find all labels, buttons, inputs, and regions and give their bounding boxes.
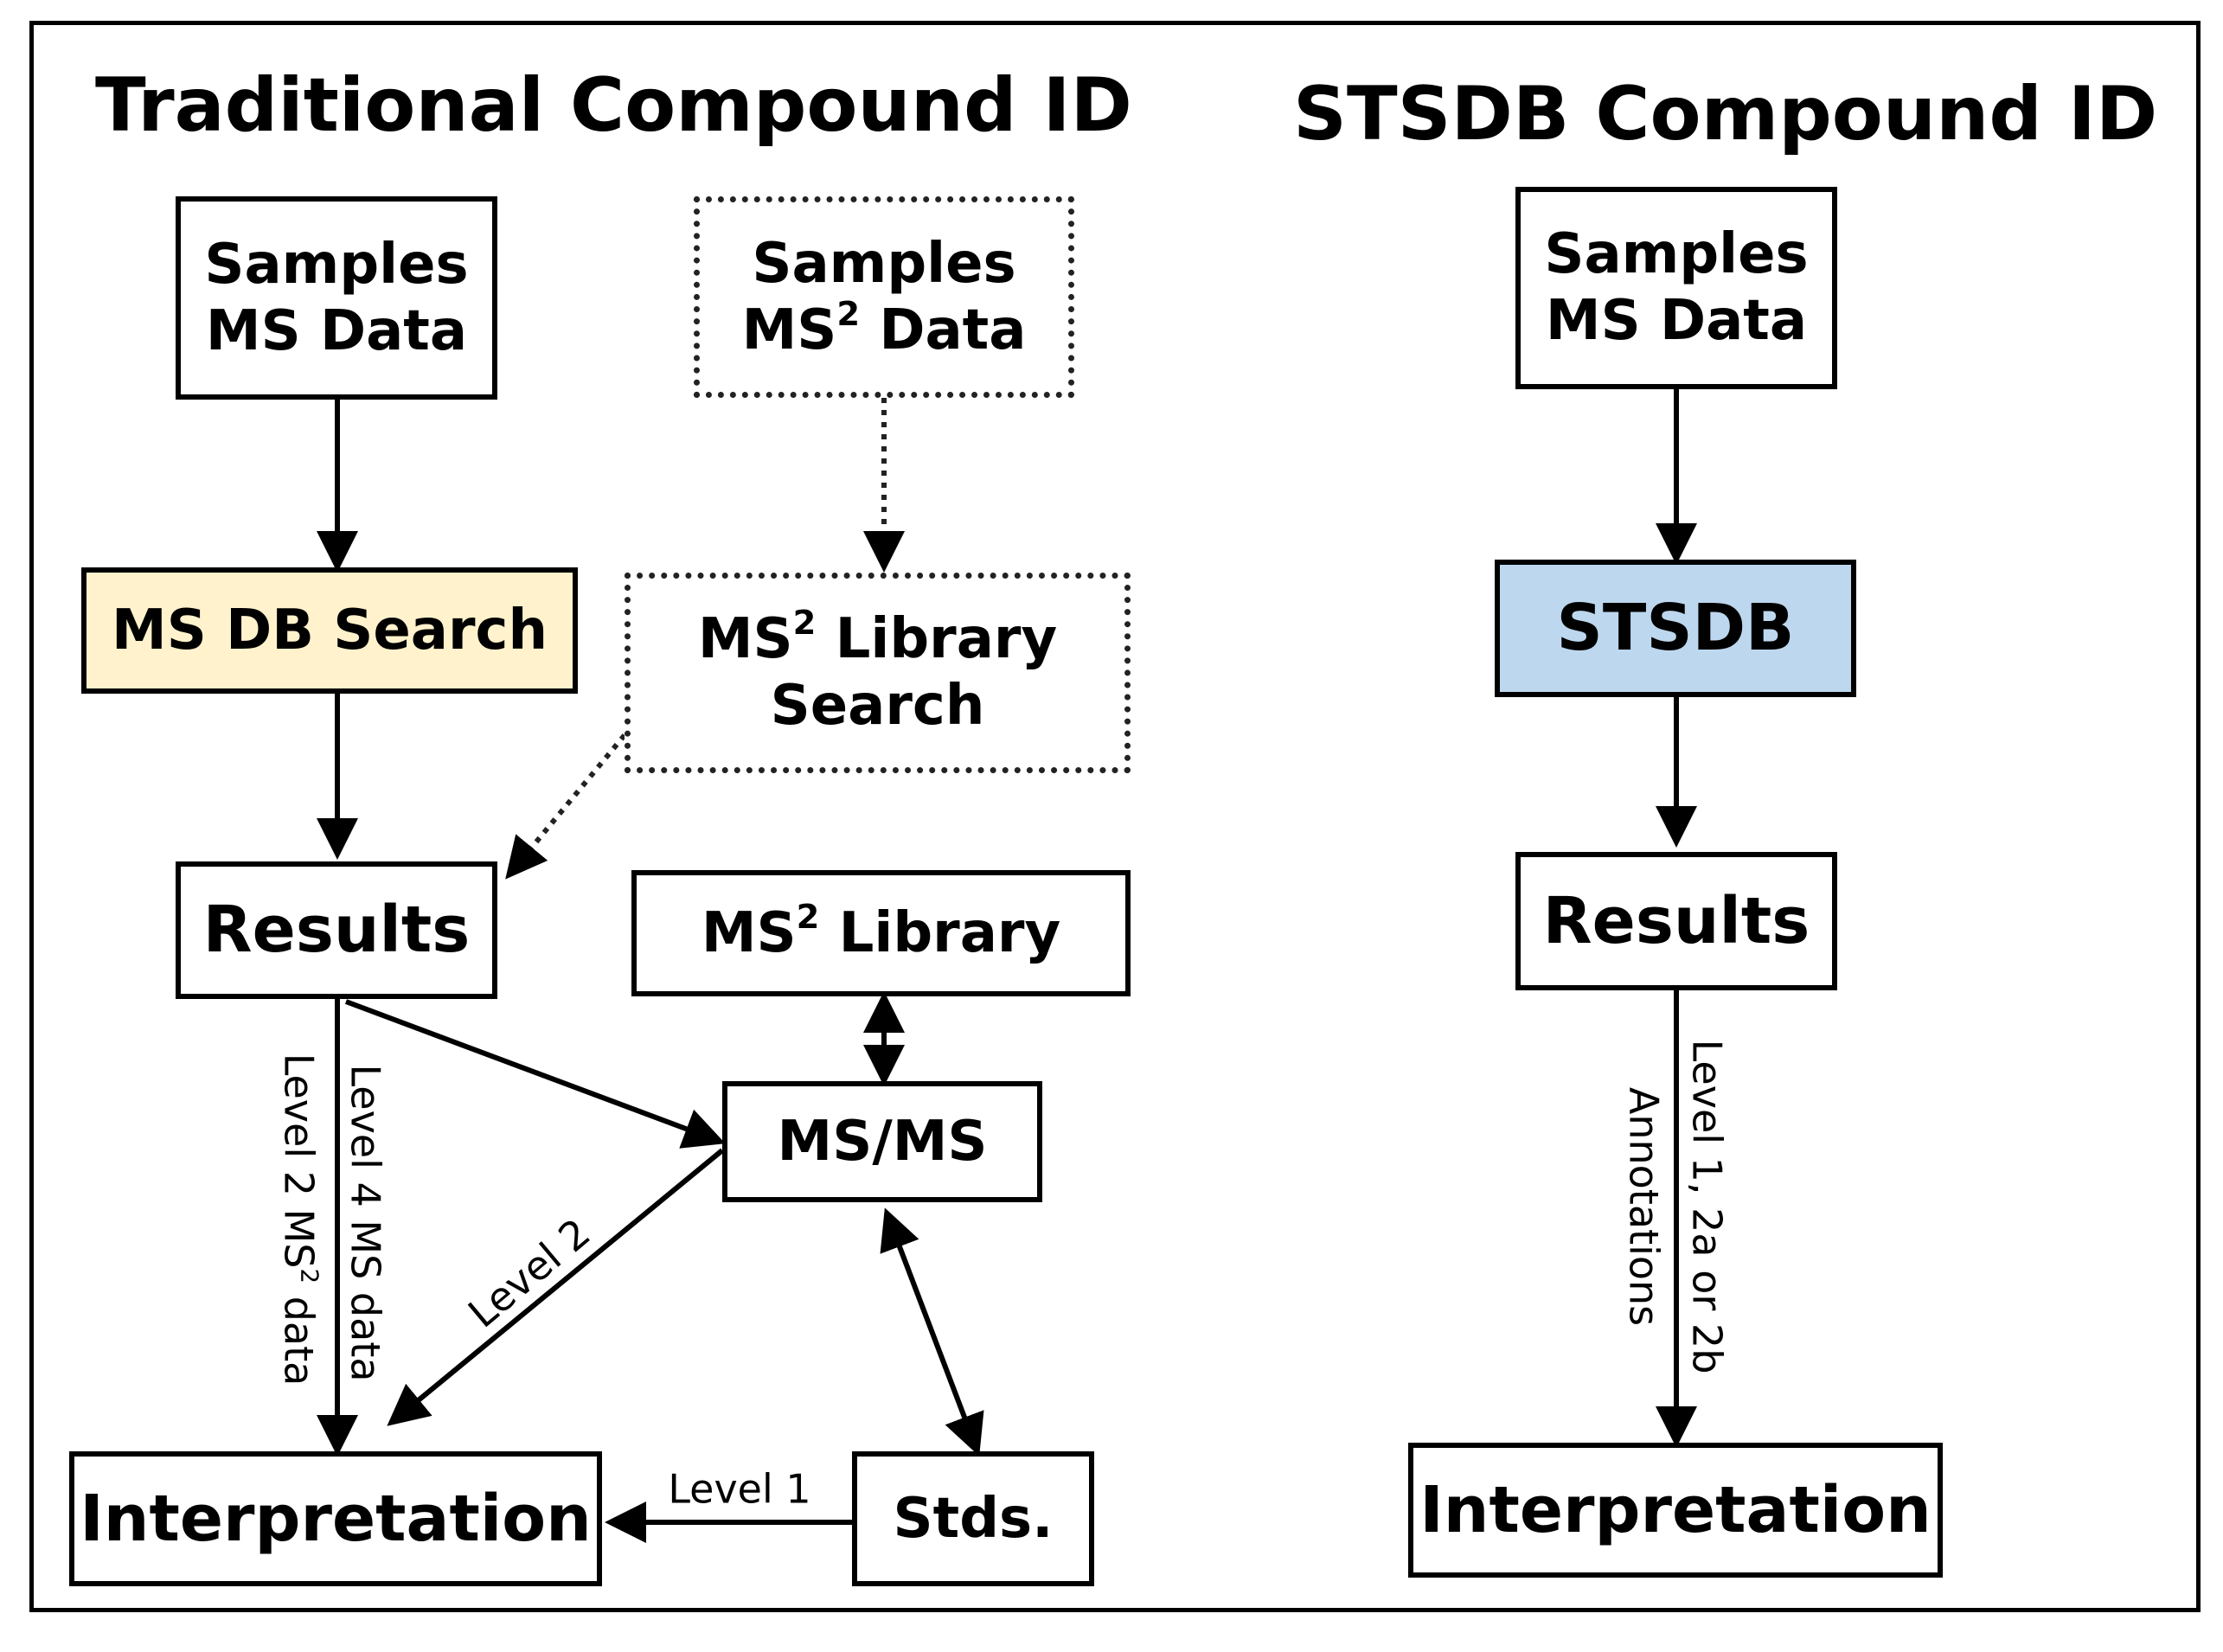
node-stsdb-interpretation: Interpretation — [1408, 1443, 1943, 1578]
node-ms2-library-search: MS2 Library Search — [625, 573, 1131, 773]
edge-ms2librarysearch-to-results — [505, 733, 627, 880]
figure-frame — [29, 21, 2201, 1612]
node-samples-ms-data: Samples MS Data — [176, 196, 497, 400]
node-stsdb-samples-line2: MS Data — [1545, 289, 1808, 353]
node-samples-ms2-data: Samples MS2 Data — [694, 196, 1074, 398]
node-msms: MS/MS — [722, 1081, 1042, 1202]
node-ms2-library-search-line1: MS2 Library — [697, 604, 1058, 672]
node-stsdb: STSDB — [1495, 560, 1856, 697]
edge-results-to-msms — [344, 999, 726, 1149]
edge-label-level2-ms2-data: Level 2 MS2 data — [275, 1053, 324, 1386]
node-ms2-library-label: MS2 Library — [701, 897, 1061, 965]
edge-msms-stds — [880, 1207, 984, 1457]
node-results: Results — [176, 861, 497, 999]
node-samples-ms2-line2: MS2 Data — [741, 294, 1027, 362]
node-samples-line2: MS Data — [205, 298, 468, 363]
node-interpretation: Interpretation — [69, 1451, 602, 1586]
node-ms2-library: MS2 Library — [631, 870, 1131, 996]
node-samples-line1: Samples — [204, 232, 469, 297]
edge-label-level4-ms-data: Level 4 MS data — [342, 1064, 389, 1382]
node-ms2-library-search-line2: Search — [770, 674, 985, 738]
edge-label-annotations: Annotations — [1620, 1086, 1668, 1327]
node-ms-db-search: MS DB Search — [81, 567, 578, 694]
node-stsdb-samples-ms-data: Samples MS Data — [1515, 187, 1837, 389]
node-stsdb-samples-line1: Samples — [1544, 222, 1809, 287]
title-stsdb: STSDB Compound ID — [1293, 71, 2158, 157]
node-samples-ms2-line1: Samples — [752, 231, 1016, 296]
node-stsdb-results: Results — [1515, 852, 1837, 990]
edge-label-level1: Level 1 — [668, 1465, 811, 1513]
edge-label-stsdb-level: Level 1, 2a or 2b — [1683, 1039, 1731, 1374]
title-traditional: Traditional Compound ID — [95, 62, 1132, 149]
node-stds: Stds. — [852, 1451, 1094, 1586]
edge-msms-to-interpretation — [387, 1148, 724, 1426]
